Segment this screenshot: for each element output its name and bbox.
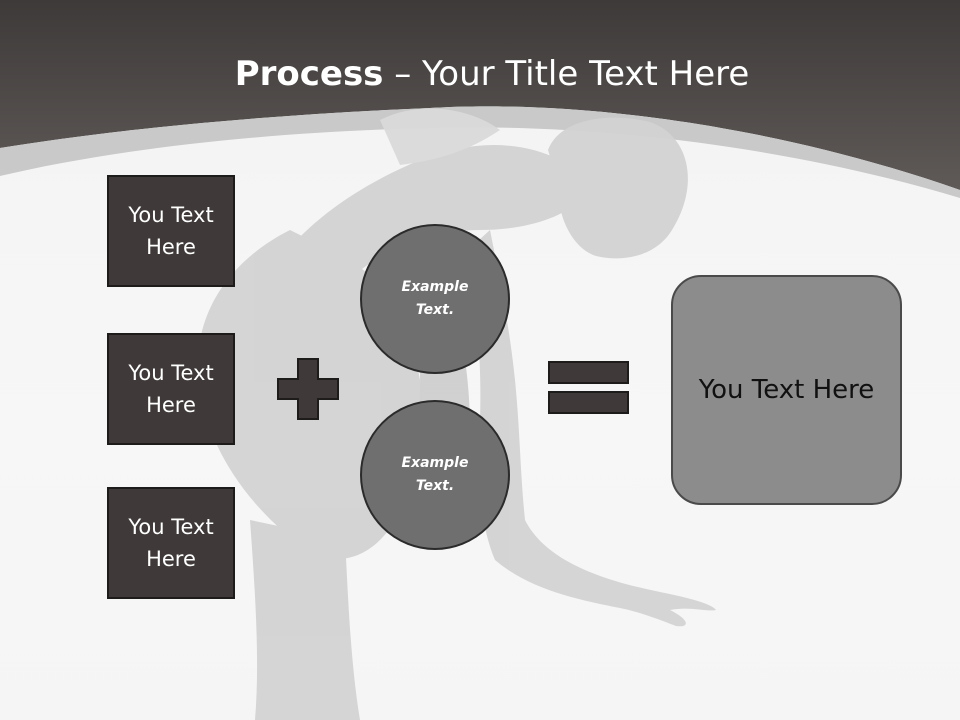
text-box-1-label: You Text Here [128, 203, 214, 259]
text-box-3[interactable]: You Text Here [107, 487, 235, 599]
example-circle-2-label: Example Text. [401, 455, 469, 494]
plus-icon [277, 358, 339, 420]
title-rest-part: – Your Title Text Here [383, 54, 750, 94]
result-box[interactable]: You Text Here [671, 275, 902, 505]
header-band [0, 0, 960, 190]
text-box-2-label: You Text Here [128, 361, 214, 417]
header-swoosh [0, 106, 960, 198]
text-box-2[interactable]: You Text Here [107, 333, 235, 445]
example-circle-2[interactable]: Example Text. [360, 400, 510, 550]
example-circle-1-label: Example Text. [401, 279, 469, 318]
equals-icon [548, 361, 629, 414]
text-box-3-label: You Text Here [128, 515, 214, 571]
slide-title: Process – Your Title Text Here [0, 52, 960, 96]
example-circle-1[interactable]: Example Text. [360, 224, 510, 374]
text-box-1[interactable]: You Text Here [107, 175, 235, 287]
result-box-label: You Text Here [698, 375, 875, 405]
title-bold-part: Process [234, 54, 384, 94]
